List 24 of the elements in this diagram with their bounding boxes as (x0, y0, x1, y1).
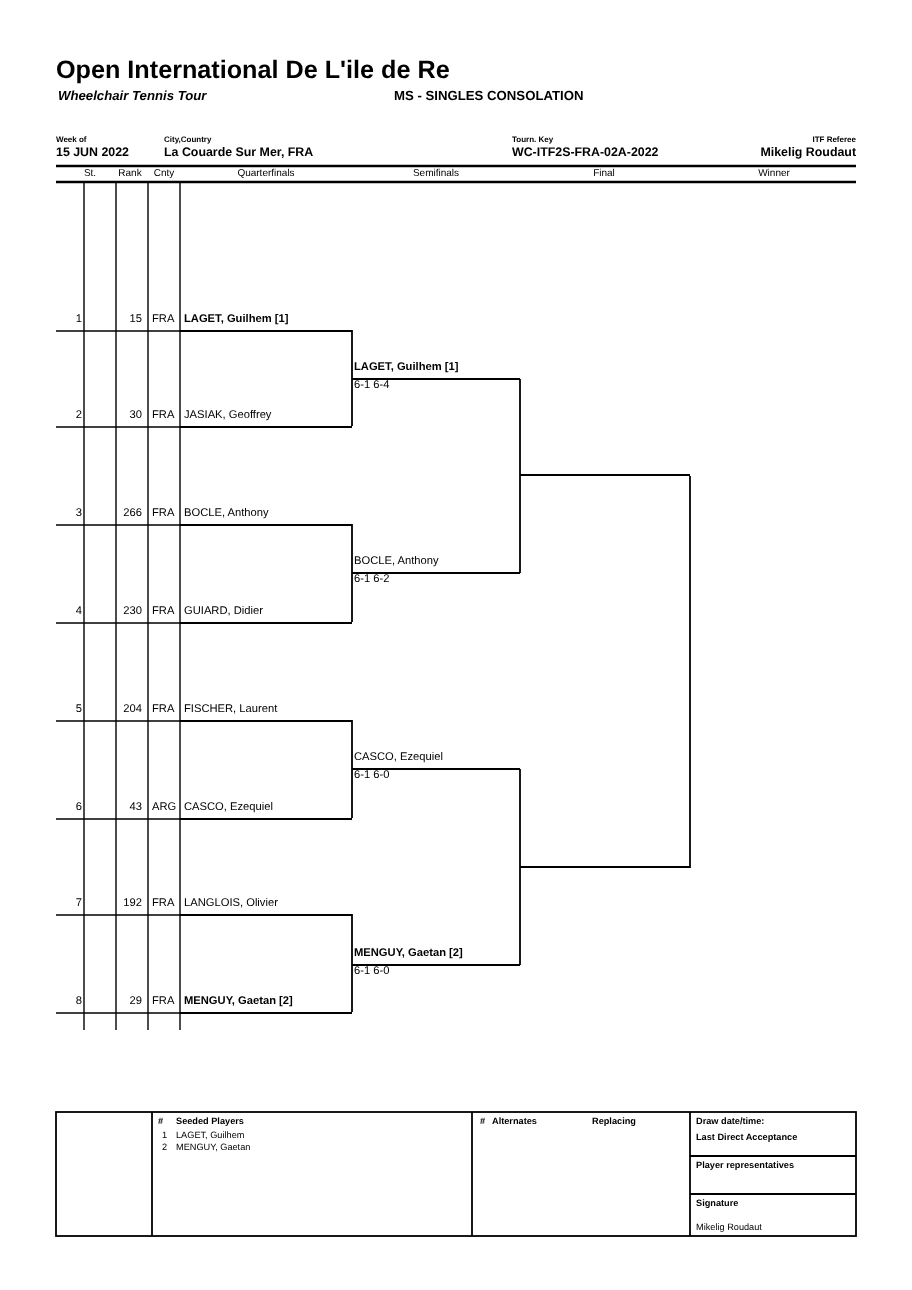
bracket-connector (351, 768, 353, 819)
draw-line (180, 992, 352, 1014)
draw-line (180, 700, 352, 722)
draw-line (180, 310, 352, 332)
draw-line (180, 798, 352, 820)
bracket-connector (519, 475, 521, 574)
bracket-connector (351, 719, 353, 770)
bracket-connector (351, 329, 353, 380)
bracket-connector (351, 572, 353, 623)
draw-line (180, 602, 352, 624)
draw-line (180, 504, 352, 526)
bracket-connector (689, 475, 691, 869)
bracket-connector (351, 523, 353, 574)
draw-line (520, 474, 690, 476)
bracket-connector (351, 964, 353, 1013)
bracket-connector (351, 378, 353, 427)
draw-line (180, 406, 352, 428)
draw-line (180, 894, 352, 916)
bracket-connector (519, 768, 521, 869)
draw-line (520, 866, 690, 868)
bracket-connector (351, 913, 353, 966)
bracket-connector (519, 378, 521, 477)
title: Open International De L'ile de Re (56, 58, 450, 84)
bracket-connector (519, 867, 521, 966)
